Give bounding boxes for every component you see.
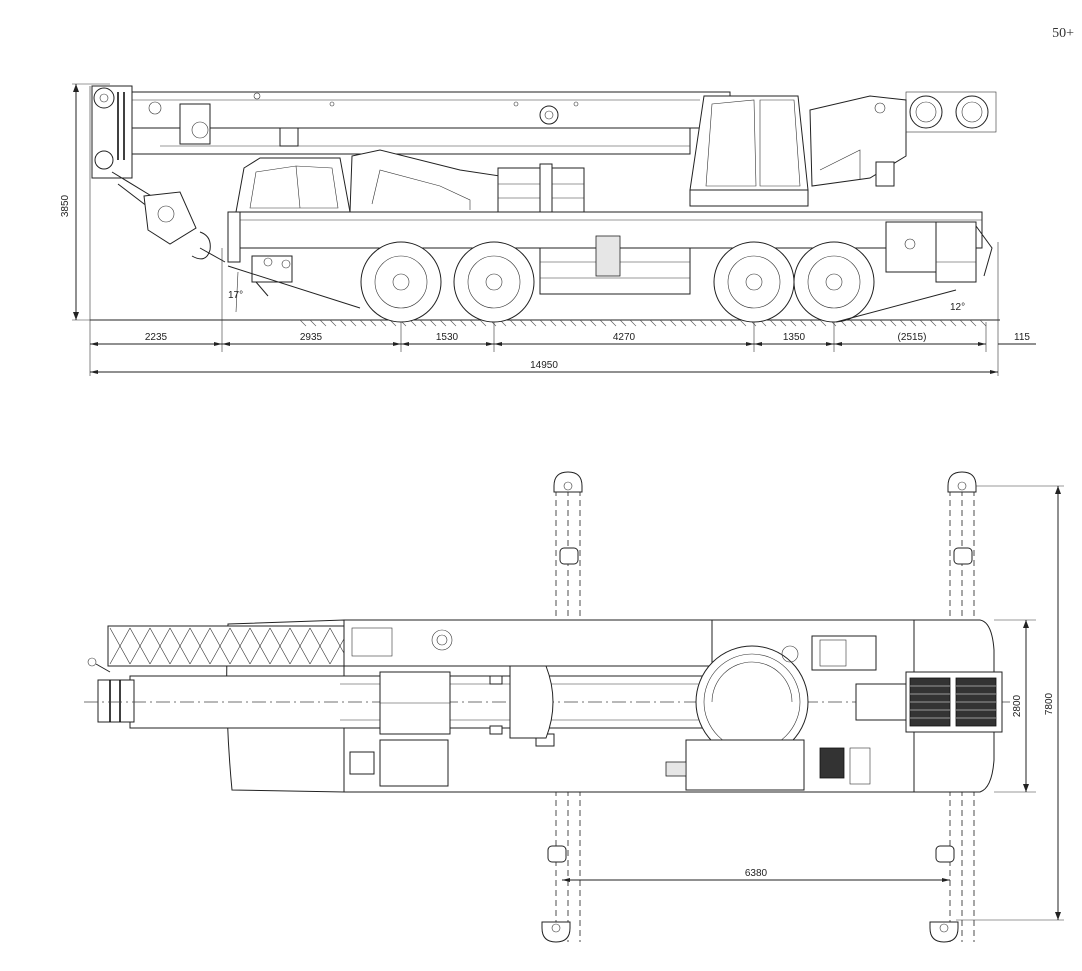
top-view: 2800 7800 6380 <box>84 471 1064 943</box>
outrigger-base: 6380 <box>745 868 768 879</box>
side-view: 3850 <box>60 83 1036 376</box>
page-number: 50+ <box>1052 26 1074 41</box>
dim-axle2-axle3: 4270 <box>613 332 636 343</box>
dim-axle1-axle2: 1530 <box>436 332 459 343</box>
angle-rear: 12° <box>950 302 965 313</box>
height-dim: 3850 <box>60 194 71 217</box>
dim-rear-overhang: (2515) <box>898 332 927 343</box>
dim-axle3-axle4: 1350 <box>783 332 806 343</box>
dim-front-overhang: 2235 <box>145 332 168 343</box>
outrigger-span: 7800 <box>1044 692 1055 715</box>
dim-rear-extra: 115 <box>1014 332 1030 343</box>
angle-front: 17° <box>228 290 243 301</box>
total-length: 14950 <box>530 360 558 371</box>
width-dim: 2800 <box>1012 694 1023 717</box>
dim-front-to-axle1: 2935 <box>300 332 323 343</box>
wheels <box>360 241 875 323</box>
